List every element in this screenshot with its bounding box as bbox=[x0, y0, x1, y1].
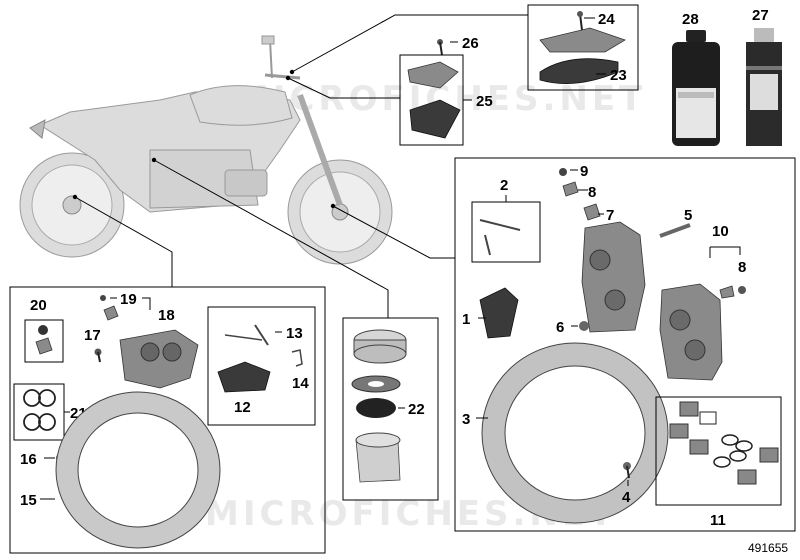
motorcycle-leaders bbox=[72, 14, 528, 318]
front-caliper-right bbox=[659, 283, 723, 381]
seal-rings-21 bbox=[23, 389, 56, 431]
label-6: 6 bbox=[556, 319, 564, 336]
label-2: 2 bbox=[500, 177, 508, 194]
label-15: 15 bbox=[20, 492, 37, 509]
label-17: 17 bbox=[84, 327, 101, 344]
rear-pads-12 bbox=[217, 361, 271, 393]
label-23: 23 bbox=[610, 67, 627, 84]
nipple-8-right bbox=[719, 285, 746, 299]
pad-clip-14 bbox=[291, 349, 303, 367]
label-20: 20 bbox=[30, 297, 47, 314]
box-bleeder-20 bbox=[24, 319, 64, 363]
label-13: 13 bbox=[286, 325, 303, 342]
pin-5 bbox=[659, 223, 691, 238]
spray-can-27 bbox=[746, 28, 782, 146]
box-master-cylinder bbox=[342, 317, 439, 501]
front-caliper-left bbox=[581, 221, 646, 333]
box-rear-brake bbox=[9, 286, 326, 554]
pad-spring-13 bbox=[224, 324, 269, 346]
label-11: 11 bbox=[710, 512, 726, 529]
label-28: 28 bbox=[682, 11, 699, 28]
rear-caliper bbox=[119, 329, 199, 389]
box-seals-21 bbox=[13, 383, 65, 441]
label-19: 19 bbox=[120, 291, 137, 308]
label-3: 3 bbox=[462, 411, 470, 428]
pistons-seals-11 bbox=[669, 401, 779, 485]
label-18: 18 bbox=[158, 307, 175, 324]
label-14: 14 bbox=[292, 375, 309, 392]
front-pads-1 bbox=[479, 287, 519, 339]
cap-9 bbox=[559, 168, 567, 176]
label-7: 7 bbox=[606, 207, 614, 224]
label-27: 27 bbox=[752, 7, 769, 24]
screw-26 bbox=[437, 39, 443, 56]
pin-kit-2 bbox=[479, 219, 521, 256]
nut-6 bbox=[579, 321, 589, 331]
label-10: 10 bbox=[712, 223, 729, 240]
label-26: 26 bbox=[462, 35, 479, 52]
box-front-brake bbox=[454, 157, 796, 532]
label-22: 22 bbox=[408, 401, 425, 418]
box-pistons-11 bbox=[655, 396, 782, 506]
label-12: 12 bbox=[234, 399, 251, 416]
reservoir-assembly-25 bbox=[407, 61, 461, 139]
motorcycle-illustration bbox=[19, 35, 393, 265]
label-9: 9 bbox=[580, 163, 588, 180]
bolt-17 bbox=[94, 348, 102, 363]
label-1: 1 bbox=[462, 311, 470, 328]
label-5: 5 bbox=[684, 207, 692, 224]
label-24: 24 bbox=[598, 11, 615, 28]
front-brake-disc-3 bbox=[481, 342, 669, 524]
label-8-right: 8 bbox=[738, 259, 746, 276]
label-4: 4 bbox=[622, 489, 631, 506]
reservoir-parts-22 bbox=[351, 329, 407, 483]
bleeder-parts-20 bbox=[35, 325, 53, 355]
bolt-7 bbox=[583, 203, 601, 221]
nipple-8-top bbox=[562, 181, 579, 197]
box-reservoir-cover bbox=[527, 4, 639, 91]
label-16: 16 bbox=[20, 451, 37, 468]
label-8-top: 8 bbox=[588, 184, 596, 201]
label-25: 25 bbox=[476, 93, 493, 110]
box-pad-kit bbox=[207, 306, 316, 426]
brake-fluid-bottle-28 bbox=[672, 30, 720, 146]
box-pin-2 bbox=[471, 201, 541, 263]
screw-4 bbox=[623, 462, 631, 479]
nipple-19 bbox=[100, 295, 119, 321]
diagram-id: 491655 bbox=[748, 541, 788, 555]
reservoir-cover-parts bbox=[539, 11, 626, 84]
rear-brake-disc-15 bbox=[55, 391, 221, 549]
